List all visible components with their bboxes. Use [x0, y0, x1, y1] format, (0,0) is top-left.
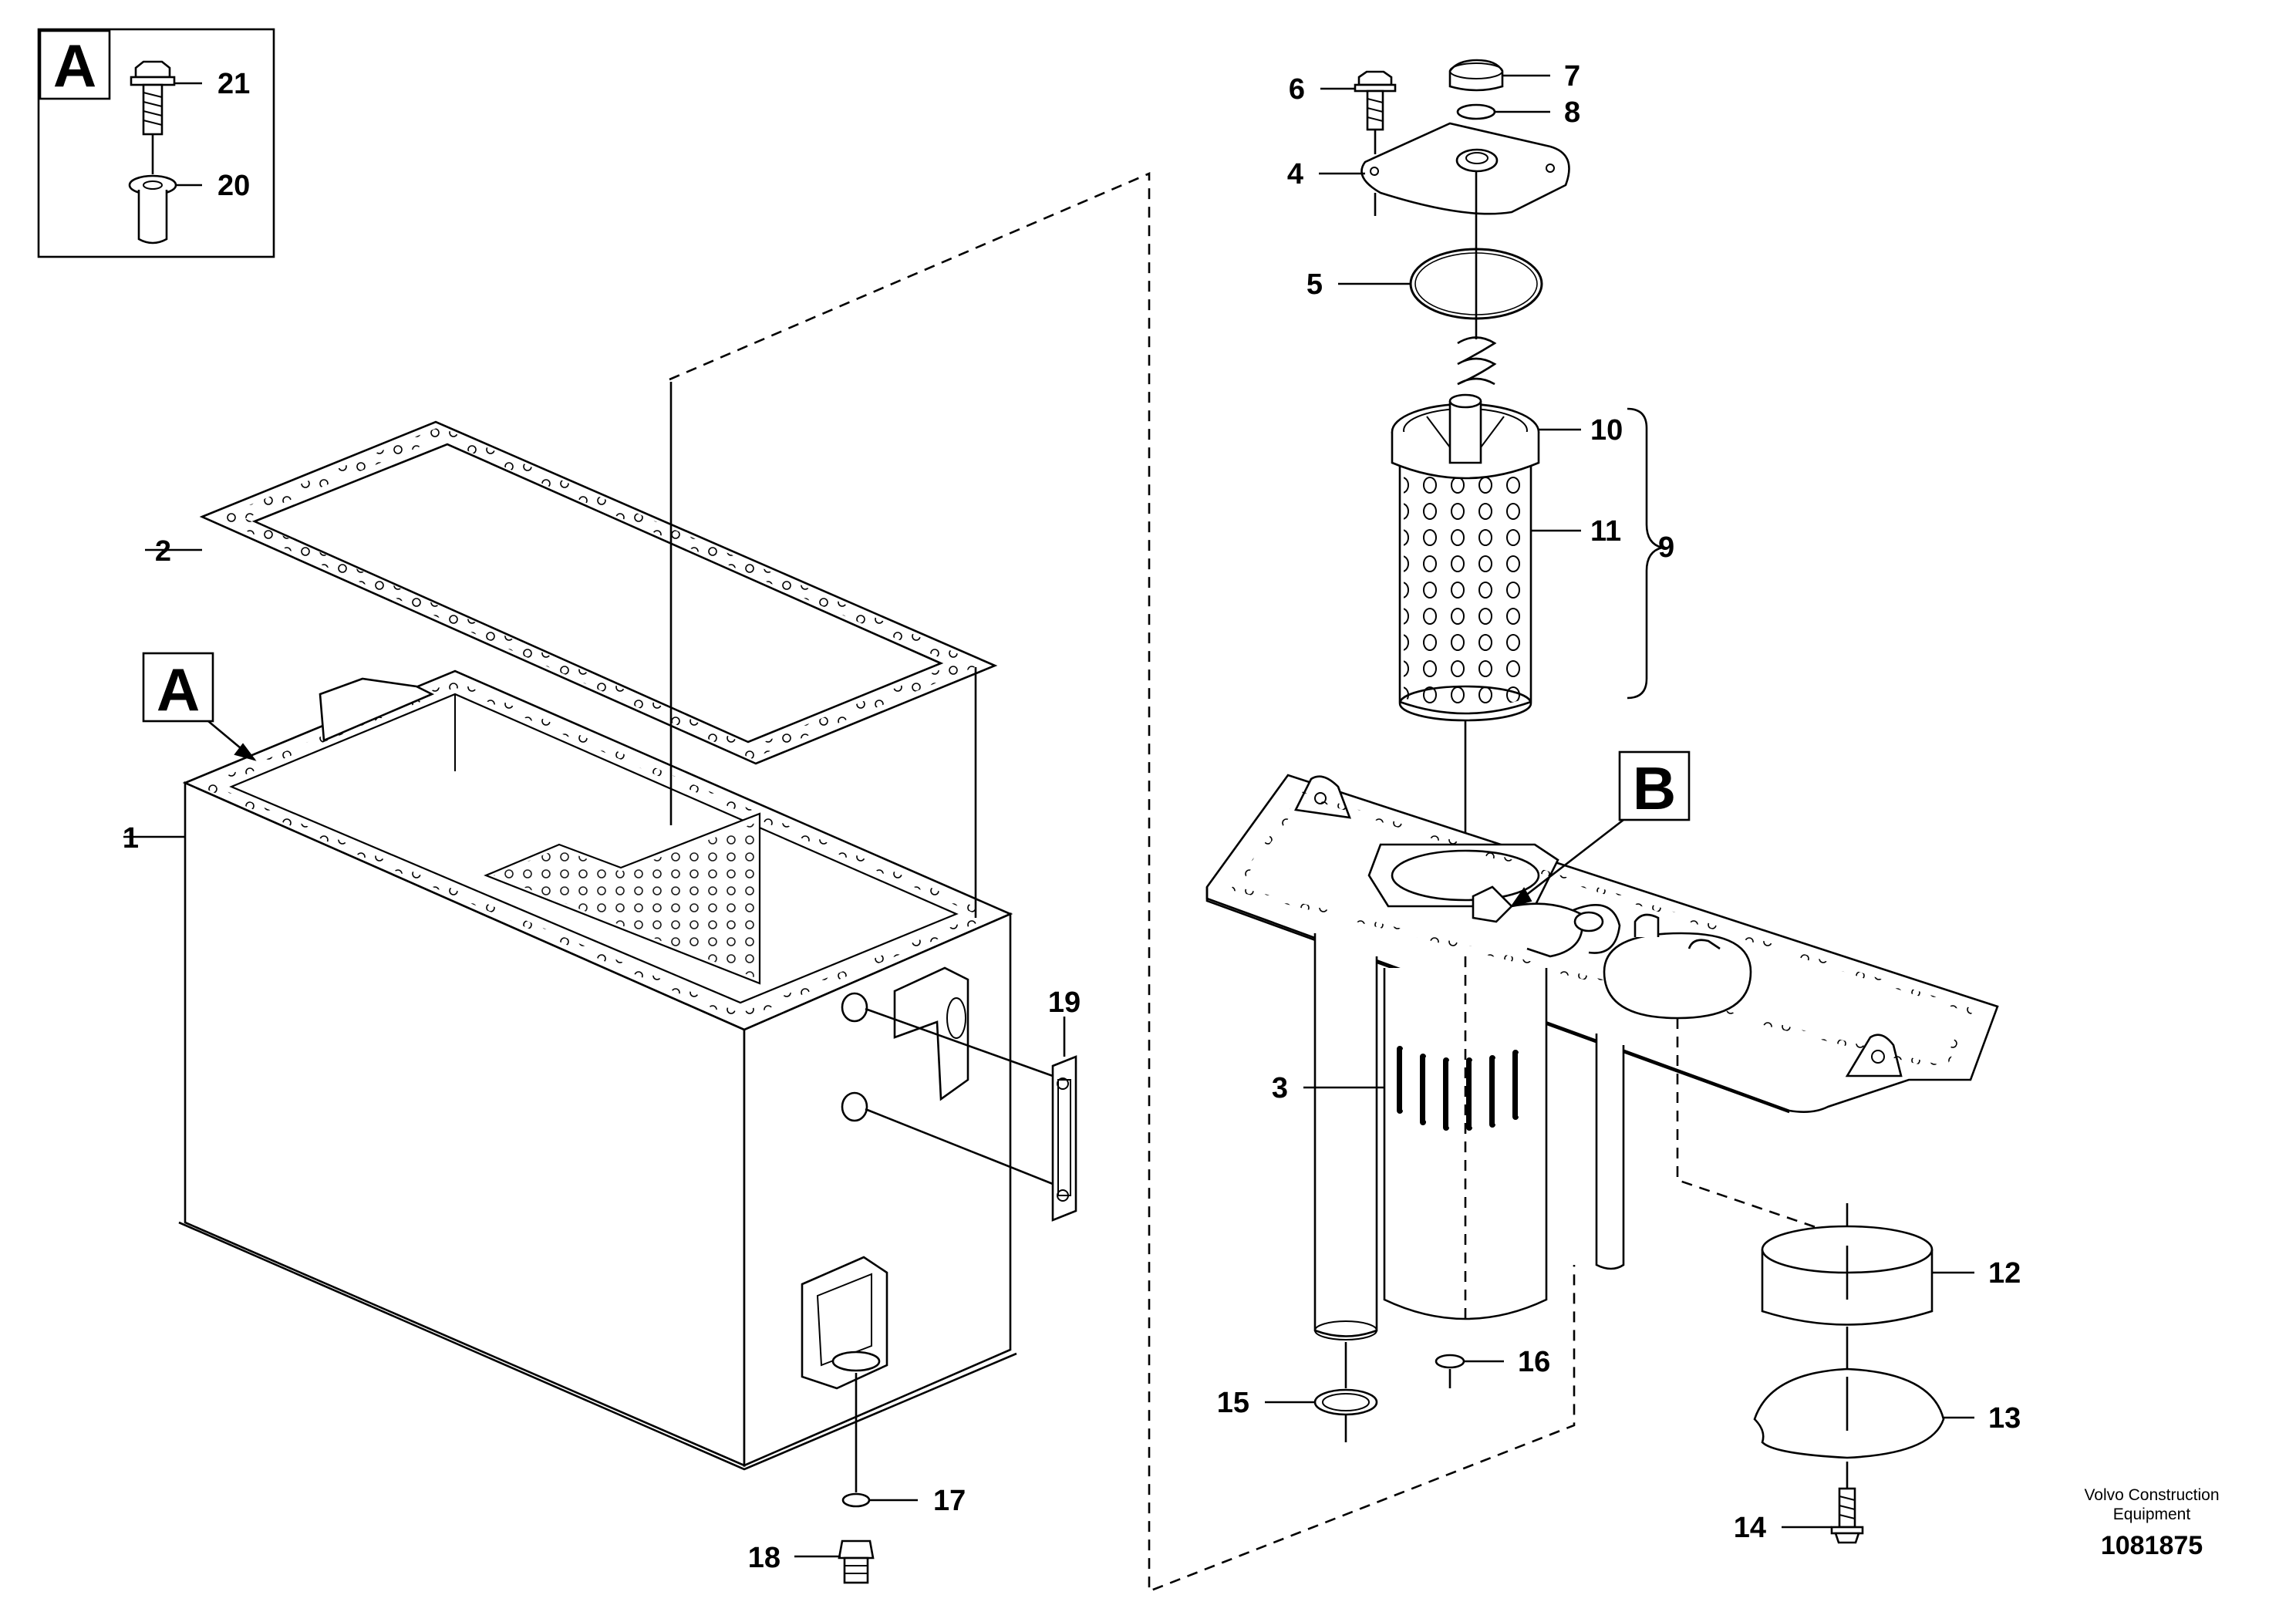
callout-16: 16	[1518, 1346, 1550, 1378]
callout-5: 5	[1306, 268, 1323, 301]
callout-9: 9	[1658, 531, 1674, 564]
spring	[1457, 336, 1497, 386]
callout-18: 18	[748, 1542, 781, 1574]
detail-a-reference: A	[142, 652, 257, 761]
o-ring-16	[1435, 1354, 1465, 1369]
callout-15: 15	[1217, 1387, 1249, 1419]
callout-13: 13	[1988, 1402, 2021, 1435]
callout-4: 4	[1287, 158, 1303, 191]
return-tube	[1595, 1034, 1625, 1270]
suction-tube	[1313, 933, 1378, 1340]
callout-10: 10	[1590, 414, 1623, 447]
callout-11: 11	[1590, 515, 1621, 548]
plug-7	[1448, 59, 1504, 92]
strainer-basket-3	[1383, 956, 1548, 1320]
callout-7: 7	[1564, 60, 1580, 93]
detail-b-reference: B	[1509, 750, 1691, 908]
filter-top-ring-10	[1391, 393, 1540, 480]
bolt-21	[130, 60, 176, 136]
cup-12	[1761, 1225, 1934, 1326]
detail-a-inset: A 21 20	[37, 28, 275, 258]
o-ring-15	[1313, 1388, 1378, 1416]
callout-20: 20	[217, 170, 250, 202]
svg-text:A: A	[157, 656, 200, 723]
inset-frame	[37, 28, 275, 258]
callout-21: 21	[217, 68, 250, 100]
tank-1	[178, 669, 1017, 1471]
assembly-group-frame	[669, 172, 1576, 1593]
credit-line-2: Equipment	[2113, 1506, 2191, 1523]
cover-13	[1753, 1367, 1945, 1459]
callout-8: 8	[1564, 96, 1580, 129]
drain-plug-18	[838, 1539, 875, 1584]
gasket-2	[199, 420, 998, 765]
bolt-14	[1830, 1487, 1864, 1544]
callout-2: 2	[155, 535, 171, 568]
callout-14: 14	[1734, 1512, 1766, 1544]
brace-9	[1627, 407, 1663, 700]
cover-plate-4	[1360, 122, 1570, 215]
top-plate	[1205, 774, 1999, 1114]
callout-17: 17	[933, 1485, 966, 1517]
document-number: 1081875	[2101, 1531, 2203, 1560]
inset-letter-box	[39, 29, 111, 100]
callout-1: 1	[123, 822, 139, 855]
inset-letter-a: A	[53, 32, 96, 99]
sight-glass-19	[1051, 1055, 1077, 1222]
callout-3: 3	[1272, 1072, 1288, 1104]
o-ring-8	[1456, 103, 1496, 120]
callout-12: 12	[1988, 1257, 2021, 1290]
bushing-20	[128, 174, 177, 244]
o-ring-17	[841, 1492, 871, 1508]
bolt-6	[1354, 70, 1397, 131]
filter-element-9	[1391, 393, 1540, 733]
credit-line-1: Volvo Construction	[2084, 1486, 2219, 1504]
callout-19: 19	[1048, 986, 1081, 1019]
callout-6: 6	[1289, 73, 1305, 106]
svg-text:B: B	[1633, 754, 1676, 822]
